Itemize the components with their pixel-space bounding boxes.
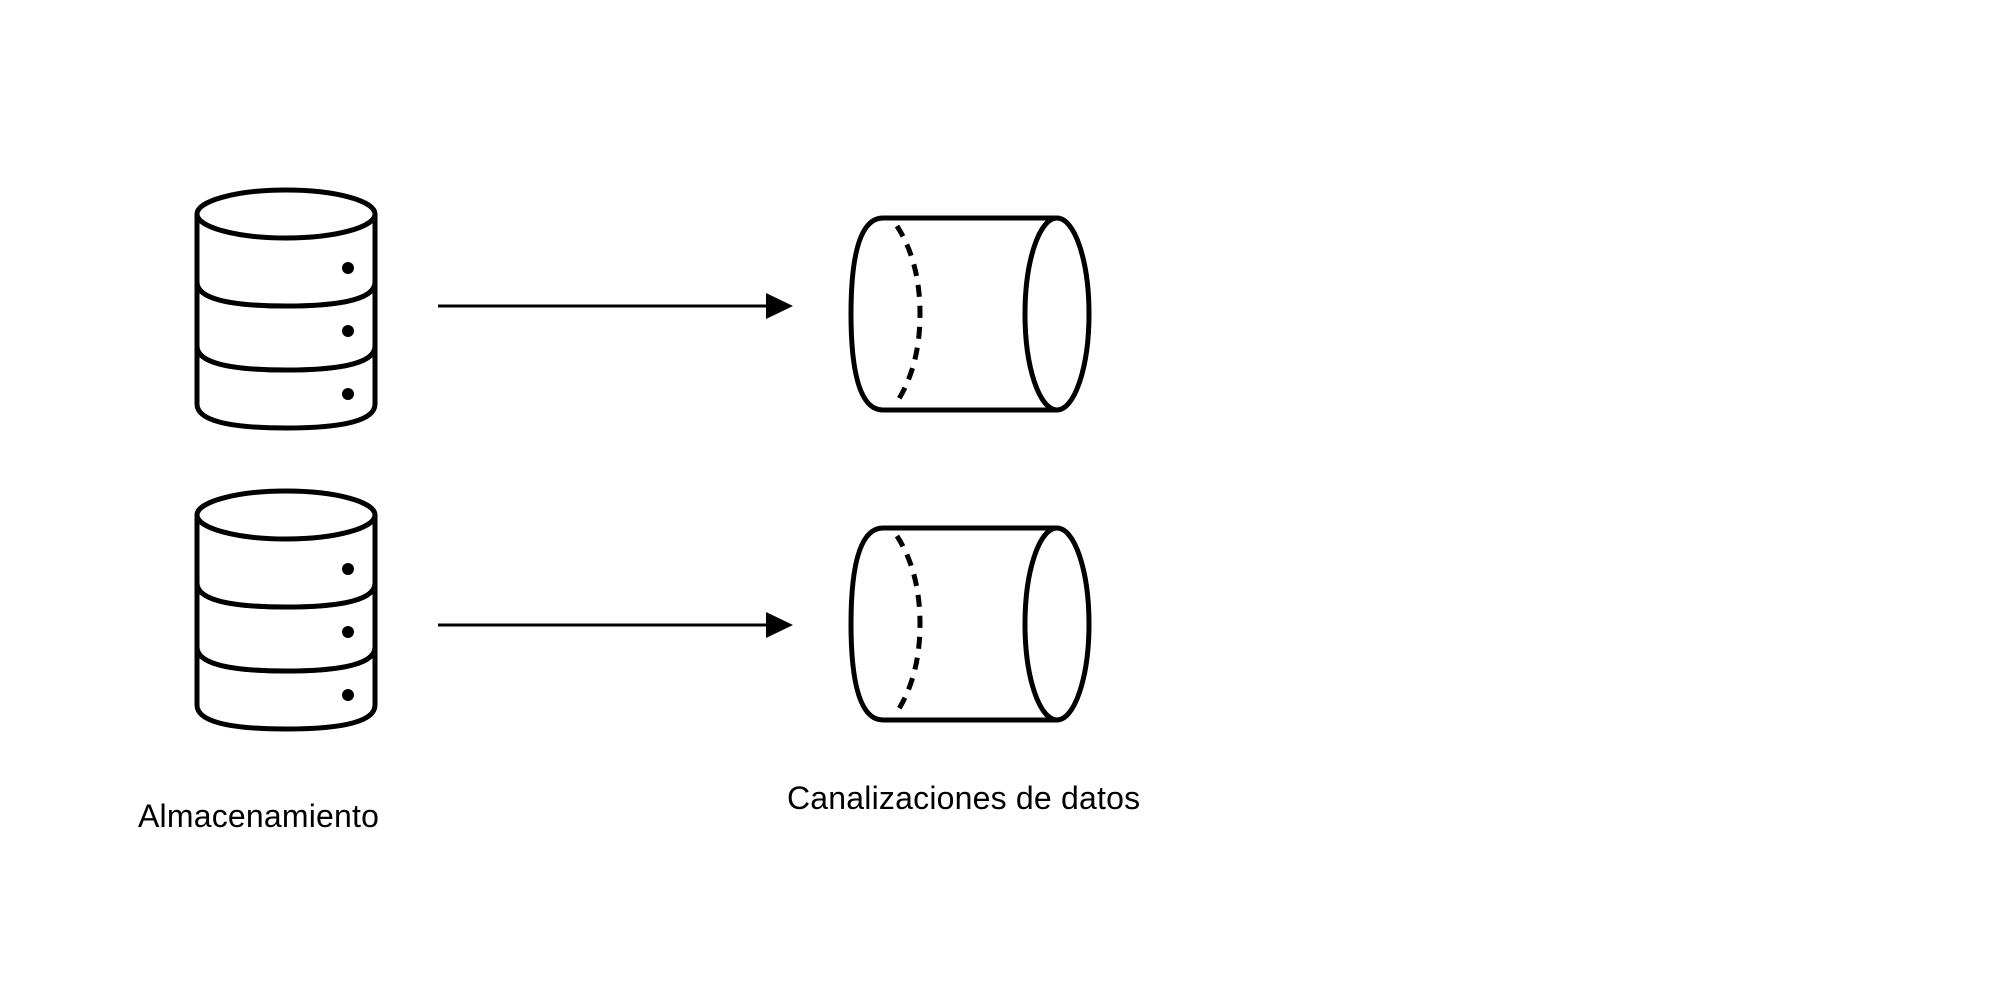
database-icon (194, 187, 378, 431)
database-icon (194, 488, 378, 732)
pipelines-label: Canalizaciones de datos (787, 780, 1141, 816)
arrow-right-icon (438, 293, 793, 319)
storage-label: Almacenamiento (138, 798, 380, 834)
pipe-icon (848, 525, 1092, 723)
arrow-right-icon (438, 612, 793, 638)
pipe-icon (848, 215, 1092, 413)
